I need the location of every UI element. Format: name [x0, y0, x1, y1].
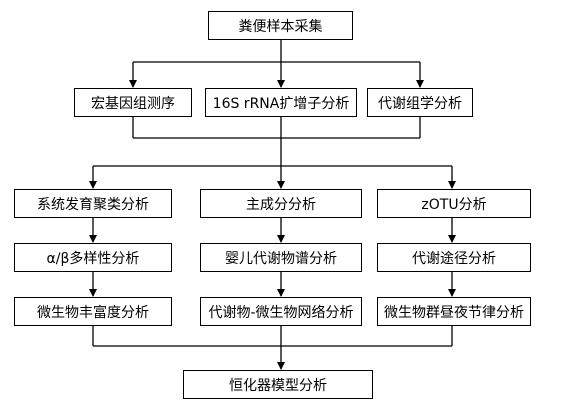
root-box: 粪便样本采集: [208, 11, 353, 40]
col-1-step-3-box: 微生物丰富度分析: [14, 297, 172, 326]
method-box-16s-rrna: 16S rRNA扩增子分析: [205, 88, 357, 117]
col-2-step-1-box: 主成分分析: [200, 189, 362, 218]
col-1-step-1-box: 系统发育聚类分析: [14, 189, 172, 218]
col-2-step-3-box: 代谢物-微生物网络分析: [200, 297, 362, 326]
method-box-metabolomics: 代谢组学分析: [367, 88, 473, 117]
col-3-step-1-box: zOTU分析: [377, 189, 531, 218]
final-box: 恒化器模型分析: [183, 370, 373, 399]
col-3-step-3-box: 微生物群昼夜节律分析: [377, 297, 531, 326]
col-2-step-2-box: 婴儿代谢物谱分析: [200, 243, 362, 272]
col-3-step-2-box: 代谢途径分析: [377, 243, 531, 272]
col-1-step-2-box: α/β多样性分析: [14, 243, 172, 272]
method-box-metagenomic-sequencing: 宏基因组测序: [74, 88, 192, 117]
